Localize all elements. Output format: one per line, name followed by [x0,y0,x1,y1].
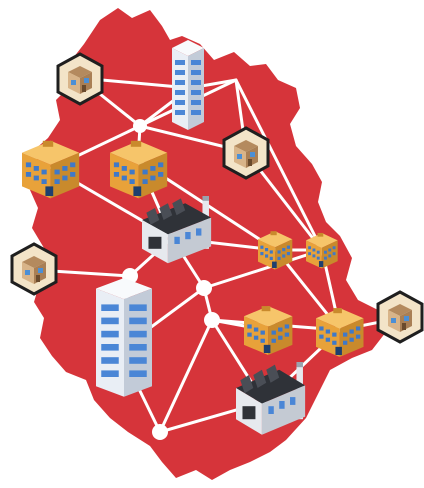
hub-node [133,119,147,133]
office-building-icon [22,140,80,199]
office-building-icon [258,231,293,270]
house-hexagon-icon [10,242,58,296]
house-hexagon-icon [222,126,270,180]
office-building-icon [316,308,364,358]
office-building-icon [244,306,293,356]
tower-building-icon [96,278,152,397]
hub-node [152,424,168,440]
house-hexagon-icon [376,290,424,344]
hub-node [204,312,220,328]
house-hexagon-icon [56,52,104,106]
hub-node [196,280,212,296]
office-building-icon [306,232,338,269]
office-building-icon [110,140,168,199]
tower-building-icon [172,40,204,130]
